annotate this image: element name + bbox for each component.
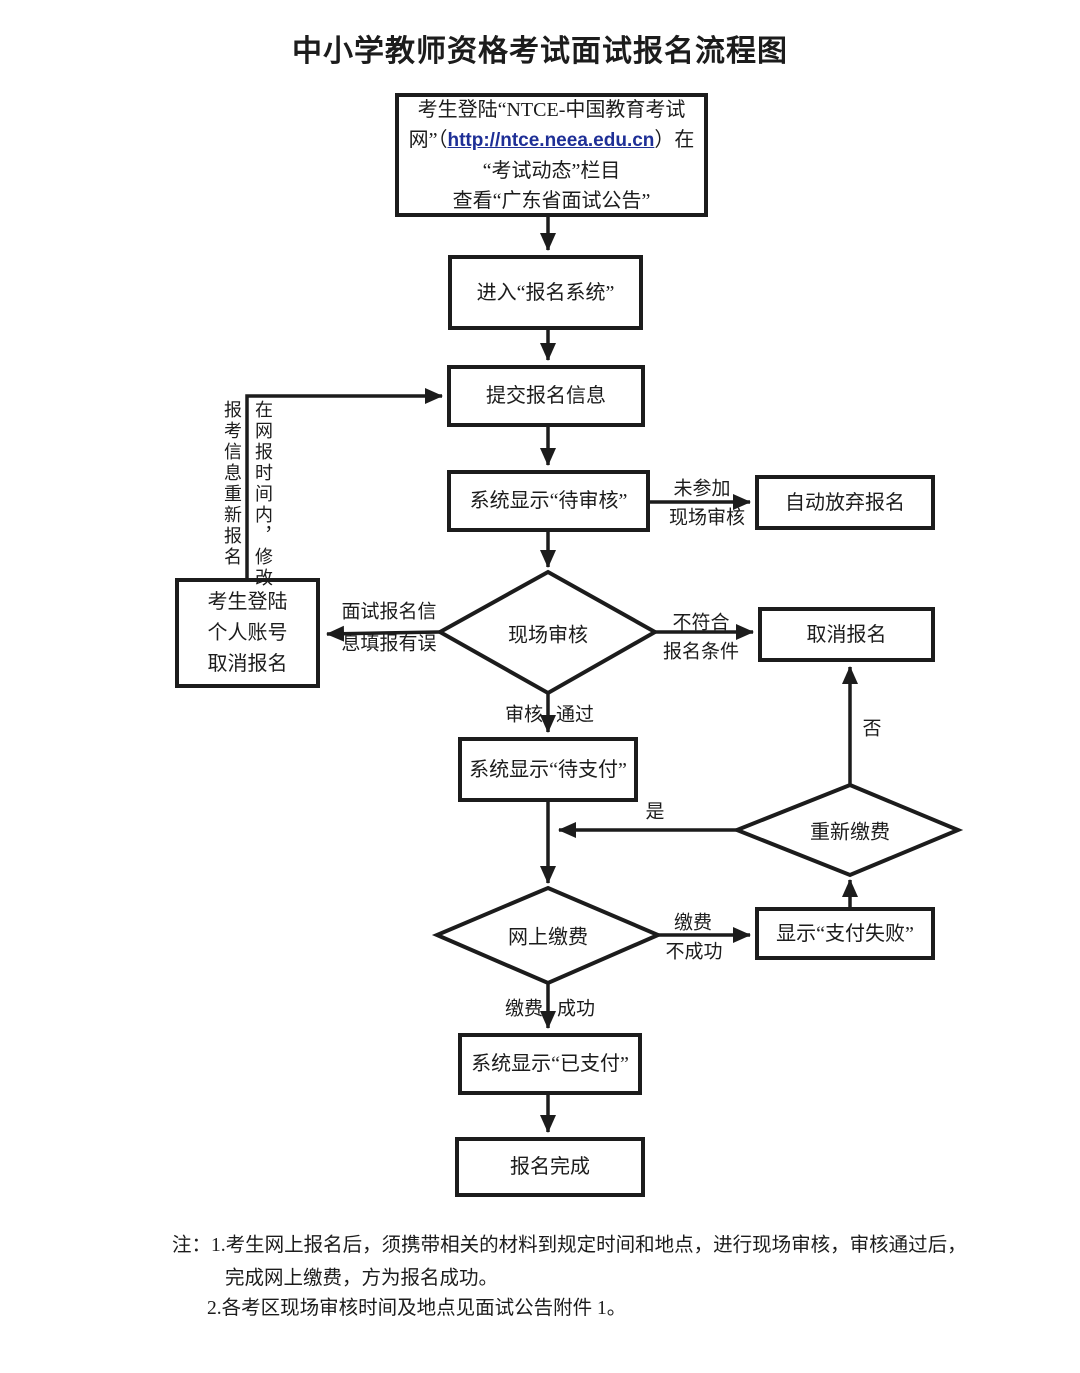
- node-label: 显示“支付失败”: [776, 922, 914, 945]
- note-line-2: 完成网上缴费，方为报名成功。: [225, 1268, 499, 1289]
- note-line-3: 2.各考区现场审核时间及地点见面试公告附件 1。: [207, 1298, 627, 1319]
- node-pending-payment: 系统显示“待支付”: [458, 737, 638, 802]
- node-login-portal: 考生登陆“NTCE-中国教育考试 网”（http://ntce.neea.edu…: [395, 93, 708, 217]
- login-portal-line4: 查看“广东省面试公告”: [452, 189, 651, 212]
- ntce-link[interactable]: http://ntce.neea.edu.cn: [447, 129, 655, 151]
- node-cancel-registration: 取消报名: [758, 607, 935, 662]
- edge-label-not-attend-2: 现场审核: [668, 507, 746, 529]
- node-payment-failed: 显示“支付失败”: [755, 907, 935, 960]
- login-cancel-line2: 个人账号: [207, 621, 288, 644]
- node-pending-review: 系统显示“待审核”: [447, 470, 650, 532]
- diamond-label-onsite-review: 现场审核: [508, 624, 588, 647]
- note-prefix: 注：: [172, 1235, 212, 1256]
- login-portal-line3: “考试动态”栏目: [482, 159, 621, 182]
- node-label: 系统显示“已支付”: [471, 1053, 629, 1075]
- node-label: 进入“报名系统”: [476, 281, 615, 304]
- node-submit-info: 提交报名信息: [447, 365, 645, 427]
- login-portal-line1: 考生登陆“NTCE-中国教育考试: [417, 98, 686, 121]
- node-paid: 系统显示“已支付”: [458, 1033, 642, 1095]
- node-label: 报名完成: [510, 1156, 590, 1178]
- diamond-online-payment: [431, 885, 664, 986]
- node-auto-abandon: 自动放弃报名: [755, 475, 935, 530]
- login-cancel-line3: 取消报名: [207, 652, 288, 675]
- node-login-cancel: 考生登陆 个人账号 取消报名: [175, 578, 320, 688]
- login-portal-line2: 网”（http://ntce.neea.edu.cn）在: [409, 125, 695, 156]
- login-portal-line2-pre: 网”（: [408, 128, 448, 151]
- edge-label-no: 否: [862, 718, 882, 740]
- diamond-onsite-review: [435, 569, 660, 696]
- diamond-repay: [731, 782, 964, 878]
- edge-label-pay-fail-1: 缴费: [673, 912, 713, 934]
- diamond-label-repay: 重新缴费: [810, 821, 890, 844]
- note-item1-line1: 1.考生网上报名后，须携带相关的材料到规定时间和地点，进行现场审核，审核通过后，: [211, 1235, 967, 1256]
- edge-modify-loop: [245, 388, 443, 578]
- edge-label-pay-fail-2: 不成功: [665, 941, 723, 963]
- edge-label-not-qualified-2: 报名条件: [662, 641, 740, 663]
- node-label: 系统显示“待支付”: [469, 758, 627, 781]
- edge-label-review-pass-1: 审核: [504, 704, 544, 726]
- edge-label-info-error-1: 面试报名信: [341, 601, 437, 623]
- edge-label-modify-inner: 在网报时间内，修改: [253, 400, 273, 589]
- edge-label-not-attend-1: 未参加: [673, 478, 731, 500]
- edge-label-not-qualified-1: 不符合: [672, 612, 730, 634]
- edge-label-pay-success-2: 成功: [556, 998, 596, 1020]
- edge-label-review-pass-2: 通过: [555, 704, 595, 726]
- node-label: 提交报名信息: [486, 385, 606, 407]
- node-complete: 报名完成: [455, 1137, 645, 1197]
- edge-label-yes: 是: [645, 801, 665, 823]
- login-cancel-line1: 考生登陆: [207, 590, 288, 613]
- node-label: 自动放弃报名: [785, 491, 905, 514]
- diamond-label-online-payment: 网上缴费: [508, 926, 588, 949]
- edge-label-modify-outer: 报考信息重新报名: [222, 400, 242, 568]
- edge-label-pay-success-1: 缴费: [504, 998, 544, 1020]
- node-label: 取消报名: [806, 623, 887, 646]
- node-label: 系统显示“待审核”: [469, 490, 628, 512]
- node-enter-system: 进入“报名系统”: [448, 255, 643, 330]
- edge-label-info-error-2: 息填报有误: [341, 633, 437, 655]
- note-line-1: 注：1.考生网上报名后，须携带相关的材料到规定时间和地点，进行现场审核，审核通过…: [172, 1228, 967, 1257]
- login-portal-line2-post: ）在: [654, 128, 695, 151]
- page-title: 中小学教师资格考试面试报名流程图: [292, 35, 788, 68]
- edge-onsite-to-login-cancel: [326, 625, 441, 642]
